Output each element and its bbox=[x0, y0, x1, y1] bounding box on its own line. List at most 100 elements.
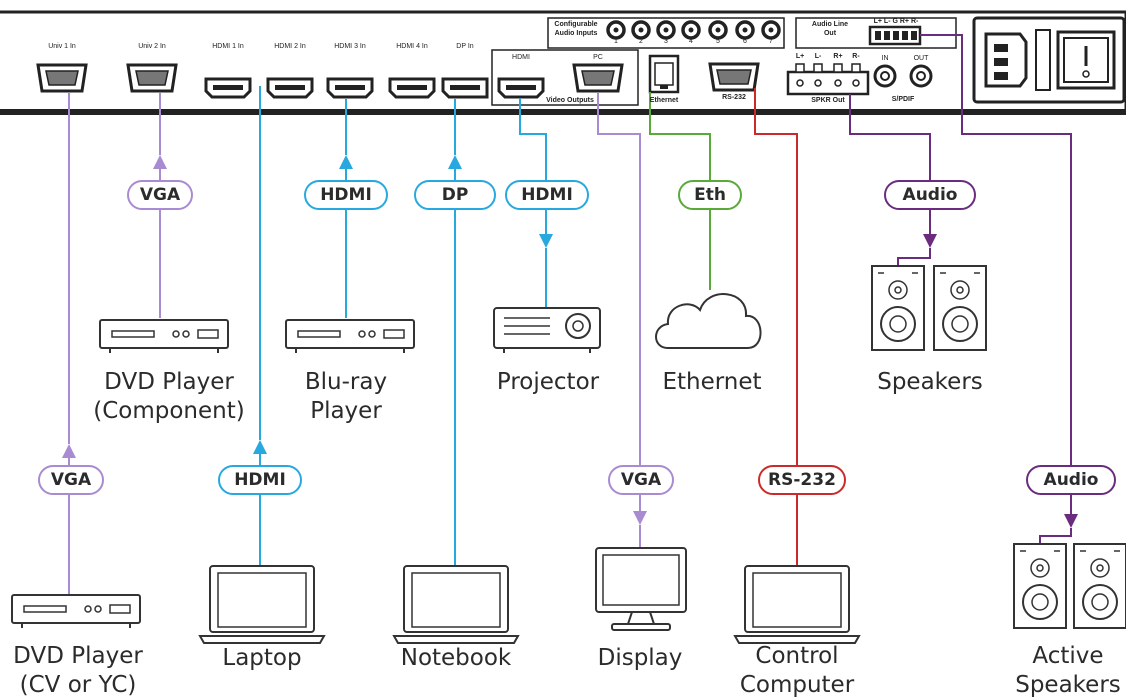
label-line: (CV or YC) bbox=[19, 672, 137, 698]
label-laptop: Laptop bbox=[202, 644, 322, 673]
tag-audio-speakers: Audio bbox=[884, 180, 976, 210]
hdmi3-port-label: HDMI 3 In bbox=[334, 43, 366, 50]
ethernet-label: Ethernet bbox=[649, 97, 679, 104]
univ2-vga-port bbox=[126, 63, 178, 93]
tag-vga-dvd-cv: VGA bbox=[38, 465, 104, 495]
label-line: Blu-ray bbox=[304, 369, 388, 395]
label-line: Speakers bbox=[877, 369, 983, 395]
label-line: Display bbox=[597, 645, 683, 671]
speaker-right-icon bbox=[933, 265, 987, 351]
rs232-port bbox=[708, 62, 760, 92]
cable-audio-active-speakers bbox=[920, 34, 1078, 546]
label-line: Ethernet bbox=[662, 369, 762, 395]
label-line: Player bbox=[310, 398, 382, 424]
spkr-pin-l-plus: L+ bbox=[795, 53, 805, 60]
univ2-port-label: Univ 2 In bbox=[138, 43, 166, 50]
label-line: Speakers bbox=[1015, 672, 1121, 698]
audio-line-out-label-1: Audio Line bbox=[811, 21, 849, 28]
hdmi1-port bbox=[204, 77, 252, 99]
tag-vga-display: VGA bbox=[608, 465, 674, 495]
cable-dp-notebook bbox=[448, 99, 462, 567]
cable-vga-out-display bbox=[597, 93, 647, 548]
label-dvd-player-cv: DVD Player (CV or YC) bbox=[0, 642, 156, 700]
cable-rs232 bbox=[754, 88, 798, 567]
rs232-label: RS-232 bbox=[722, 94, 746, 101]
audio-input-num-3: 3 bbox=[664, 38, 668, 45]
label-notebook: Notebook bbox=[390, 644, 522, 673]
display-icon bbox=[595, 547, 687, 631]
tag-audio-active: Audio bbox=[1026, 465, 1116, 495]
speaker-left-icon bbox=[871, 265, 925, 351]
out-pc-vga-port bbox=[572, 63, 624, 93]
audio-input-num-1: 1 bbox=[614, 38, 618, 45]
label-active-speakers: Active Speakers bbox=[1010, 642, 1126, 700]
spdif-label: S/PDIF bbox=[891, 96, 915, 103]
configurable-label-1: Configurable bbox=[554, 21, 598, 28]
audio-input-num-7: 7 bbox=[769, 38, 773, 45]
label-line: Active bbox=[1032, 643, 1104, 669]
out-pc-label: PC bbox=[593, 54, 603, 61]
active-speaker-right-icon bbox=[1073, 543, 1126, 629]
tag-eth: Eth bbox=[678, 180, 742, 210]
label-speakers: Speakers bbox=[870, 368, 990, 397]
label-dvd-player-component: DVD Player (Component) bbox=[84, 368, 254, 426]
hdmi4-port bbox=[388, 77, 436, 99]
audio-input-num-6: 6 bbox=[743, 38, 747, 45]
speaker-out-terminal bbox=[786, 63, 870, 96]
bluray-player-icon bbox=[285, 319, 415, 354]
cable-vga-univ1 bbox=[62, 93, 76, 600]
dp-port-label: DP In bbox=[456, 43, 474, 50]
label-ethernet: Ethernet bbox=[652, 368, 772, 397]
label-projector: Projector bbox=[486, 368, 610, 397]
audio-input-num-2: 2 bbox=[639, 38, 643, 45]
projector-icon bbox=[493, 307, 601, 353]
tag-hdmi-bluray: HDMI bbox=[304, 180, 388, 210]
hdmi3-port bbox=[326, 77, 374, 99]
dvd-player-component-icon bbox=[99, 319, 229, 354]
spdif-out-jack bbox=[909, 64, 933, 88]
spkr-pin-l-minus: L- bbox=[814, 53, 822, 60]
configurable-audio-box bbox=[547, 17, 785, 49]
audio-input-num-4: 4 bbox=[689, 38, 693, 45]
power-inlet-switch bbox=[972, 16, 1126, 104]
tag-dp-notebook: DP bbox=[414, 180, 496, 210]
hdmi4-port-label: HDMI 4 In bbox=[396, 43, 428, 50]
hdmi2-port-label: HDMI 2 In bbox=[274, 43, 306, 50]
label-display: Display bbox=[580, 644, 700, 673]
hdmi2-port bbox=[266, 77, 314, 99]
tag-vga-dvd-component: VGA bbox=[127, 180, 193, 210]
cable-ethernet bbox=[649, 92, 711, 290]
univ1-vga-port bbox=[36, 63, 88, 93]
label-line: DVD Player bbox=[13, 643, 143, 669]
audio-line-out-label-2: Out bbox=[823, 30, 837, 37]
ethernet-port bbox=[648, 54, 680, 94]
audio-line-out-terminal bbox=[868, 25, 922, 46]
configurable-label-2: Audio Inputs bbox=[554, 30, 598, 37]
spkr-pin-r-plus: R+ bbox=[833, 53, 843, 60]
spkr-pin-r-minus: R- bbox=[852, 53, 860, 60]
video-outputs-label: Video Outputs bbox=[546, 97, 594, 104]
tag-hdmi-projector: HDMI bbox=[505, 180, 589, 210]
spdif-in-label: IN bbox=[881, 55, 889, 62]
cloud-icon bbox=[655, 293, 762, 349]
spdif-out-label: OUT bbox=[913, 55, 929, 62]
label-line: Notebook bbox=[400, 645, 512, 671]
label-line: Laptop bbox=[222, 645, 302, 671]
spkr-out-label: SPKR Out bbox=[811, 97, 845, 104]
out-hdmi-label: HDMI bbox=[512, 54, 530, 61]
dvd-player-cv-icon bbox=[11, 594, 141, 629]
dp-port bbox=[441, 77, 489, 99]
hdmi1-port-label: HDMI 1 In bbox=[212, 43, 244, 50]
label-bluray-player: Blu-ray Player bbox=[286, 368, 406, 426]
label-line: (Component) bbox=[93, 398, 245, 424]
audio-out-pins-label: L+ L- G R+ R- bbox=[873, 18, 919, 25]
label-line: DVD Player bbox=[104, 369, 234, 395]
laptop-icon bbox=[199, 565, 325, 644]
audio-input-num-5: 5 bbox=[716, 38, 720, 45]
control-computer-icon bbox=[734, 565, 860, 644]
notebook-icon bbox=[393, 565, 519, 644]
spdif-in-jack bbox=[873, 64, 897, 88]
label-line: Control bbox=[755, 643, 839, 669]
